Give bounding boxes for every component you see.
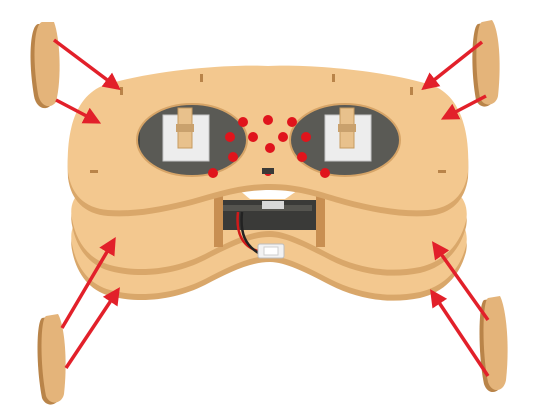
top-plate [68,66,469,217]
pcb-board [215,200,320,230]
side-piece-top-right [472,20,499,107]
side-piece-top-left [31,22,60,108]
side-piece-bottom-right [480,296,508,392]
battery-connector [258,244,284,258]
switch-slot [262,168,274,174]
